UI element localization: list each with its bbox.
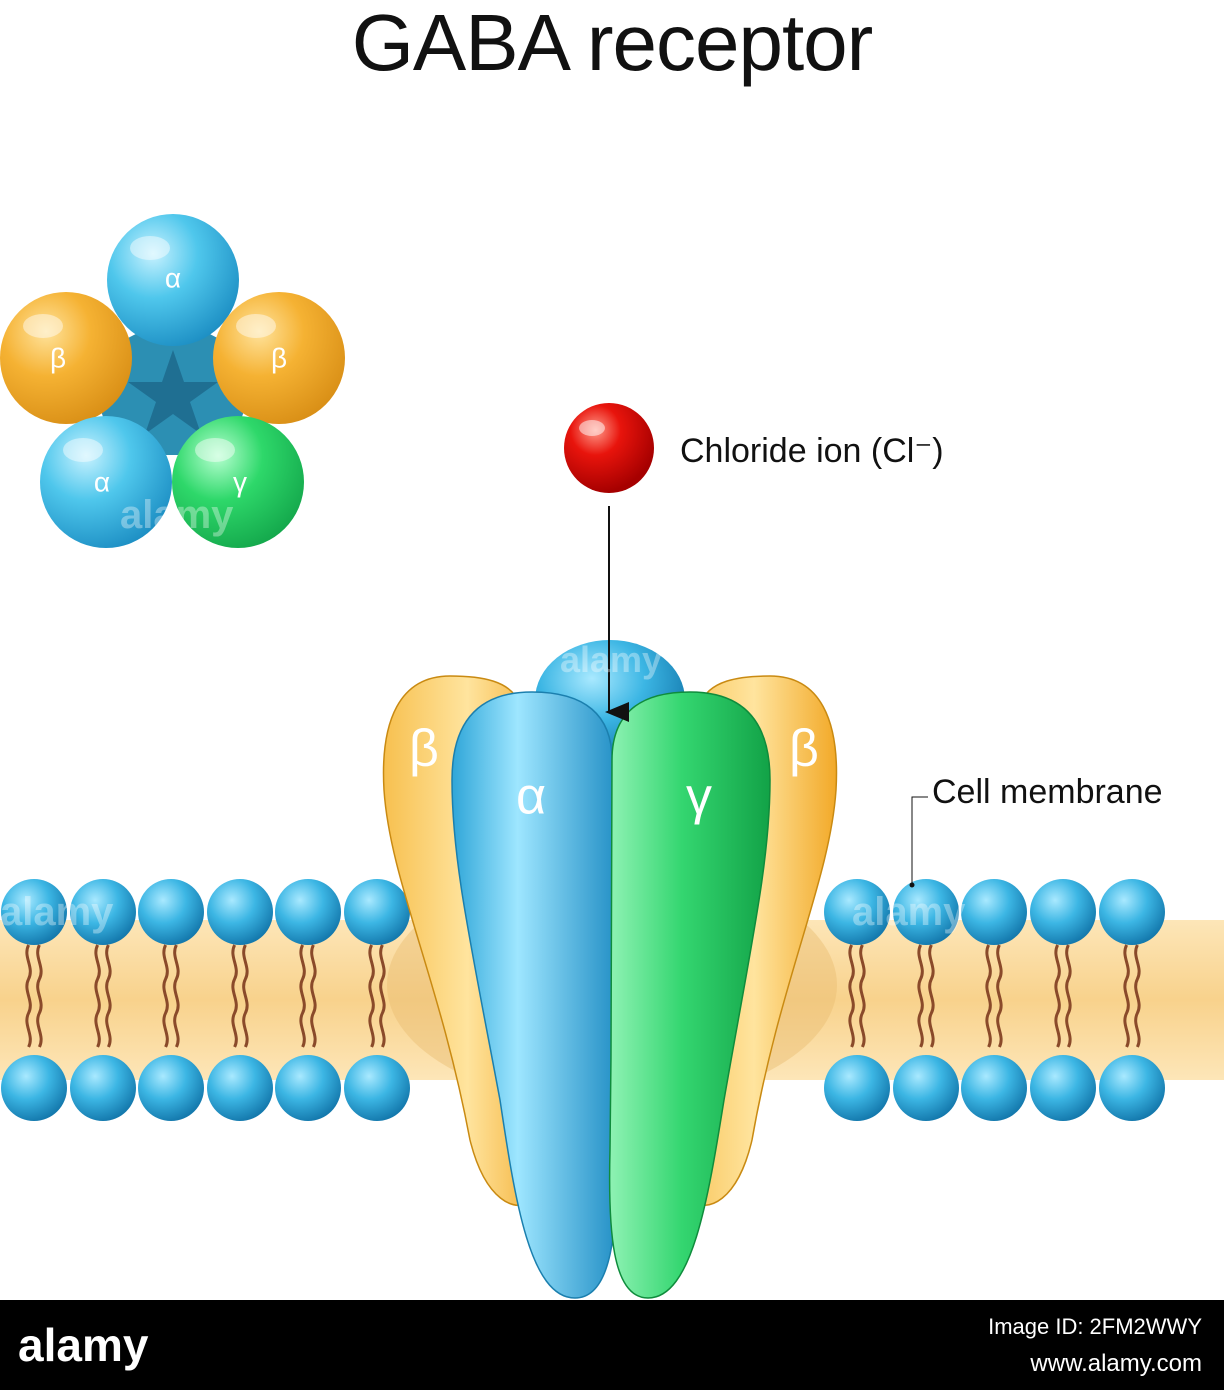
- lipid-head: [70, 879, 136, 945]
- lipid-head: [961, 879, 1027, 945]
- side-label-beta-right: β: [789, 720, 819, 778]
- lipid-head: [344, 1055, 410, 1121]
- lipid-tail: [1134, 944, 1141, 1048]
- lipid-head: [893, 1055, 959, 1121]
- lipid-head: [1030, 879, 1096, 945]
- top-label-beta-2: β: [271, 342, 287, 373]
- chloride-ion: [564, 403, 654, 493]
- lipid-head: [344, 879, 410, 945]
- lipid-head: [275, 879, 341, 945]
- lipid-head: [138, 879, 204, 945]
- subunit-gamma: [172, 416, 304, 548]
- footer-logo: alamy: [18, 1319, 149, 1371]
- lipid-tail: [36, 944, 43, 1048]
- top-label-beta-1: β: [50, 342, 66, 373]
- watermark-4: alamy: [0, 890, 114, 934]
- lipid-head: [1030, 1055, 1096, 1121]
- lipid-head: [1, 879, 67, 945]
- chloride-ion-group: Chloride ion (Cl⁻): [564, 403, 944, 493]
- lipid-tail: [996, 944, 1003, 1048]
- lipid-tail: [162, 944, 169, 1048]
- lipid-tail: [917, 944, 924, 1048]
- subunit-alpha-top: [107, 214, 239, 346]
- membrane-callout: Cell membrane: [909, 773, 1163, 888]
- lipid-tail: [859, 944, 866, 1048]
- watermark-1: alamy: [120, 493, 234, 537]
- lipid-tail: [848, 944, 855, 1048]
- top-label-gamma: γ: [233, 466, 247, 497]
- lipid-tail: [368, 944, 375, 1048]
- lipid-tail: [173, 944, 180, 1048]
- side-label-alpha: α: [516, 768, 546, 826]
- lipid-tail: [231, 944, 238, 1048]
- lipid-head: [1099, 1055, 1165, 1121]
- chloride-ion-label: Chloride ion (Cl⁻): [680, 432, 944, 470]
- watermarks: alamy alamy alamy alamy: [0, 493, 966, 934]
- cell-membrane-label: Cell membrane: [932, 773, 1163, 811]
- lipid-head: [275, 1055, 341, 1121]
- subunit-beta-right: [213, 292, 345, 424]
- watermark-2: alamy: [560, 639, 662, 680]
- membrane-leader-line: [911, 796, 928, 885]
- lipid-head: [1099, 879, 1165, 945]
- lipid-heads: [1, 879, 1165, 1121]
- diagram-title: GABA receptor: [351, 0, 874, 87]
- receptor-side-view: β α γ β: [382, 640, 838, 1299]
- lipid-tail: [379, 944, 386, 1048]
- lipid-tail: [928, 944, 935, 1048]
- lipid-tail: [105, 944, 112, 1048]
- lipid-tail: [242, 944, 249, 1048]
- footer-url: www.alamy.com: [1030, 1350, 1202, 1377]
- gaba-receptor-diagram: α β β α γ Chloride ion (Cl⁻) β α γ β: [0, 214, 1224, 1299]
- lipid-head: [138, 1055, 204, 1121]
- lipid-head: [824, 879, 890, 945]
- top-view-pentamer: α β β α γ: [0, 214, 345, 548]
- subunit-alpha-bottom: [40, 416, 172, 548]
- side-label-beta-left: β: [409, 720, 439, 778]
- lipid-head: [207, 879, 273, 945]
- cell-membrane: [0, 879, 1224, 1121]
- lipid-tail: [1123, 944, 1130, 1048]
- lipid-head: [207, 1055, 273, 1121]
- subunit-gamma-side: [608, 691, 771, 1299]
- top-label-alpha-1: α: [165, 262, 181, 293]
- pore-star: [128, 350, 218, 434]
- lipid-tail: [310, 944, 317, 1048]
- lipid-tail: [94, 944, 101, 1048]
- lipid-tail: [1054, 944, 1061, 1048]
- lipid-tail: [985, 944, 992, 1048]
- side-label-gamma: γ: [686, 768, 712, 826]
- lipid-tail: [299, 944, 306, 1048]
- footer-image-id: Image ID: 2FM2WWY: [988, 1314, 1202, 1339]
- lipid-tail: [25, 944, 32, 1048]
- lipid-tail: [1065, 944, 1072, 1048]
- top-label-alpha-2: α: [94, 466, 110, 497]
- footer-bar: alamy Image ID: 2FM2WWY www.alamy.com: [0, 1300, 1224, 1390]
- lipid-head: [824, 1055, 890, 1121]
- lipid-head: [1, 1055, 67, 1121]
- subunit-beta-left: [0, 292, 132, 424]
- lipid-head: [70, 1055, 136, 1121]
- watermark-3: alamy: [852, 890, 966, 934]
- lipid-head: [893, 879, 959, 945]
- lipid-tails: [25, 944, 1141, 1048]
- lipid-head: [961, 1055, 1027, 1121]
